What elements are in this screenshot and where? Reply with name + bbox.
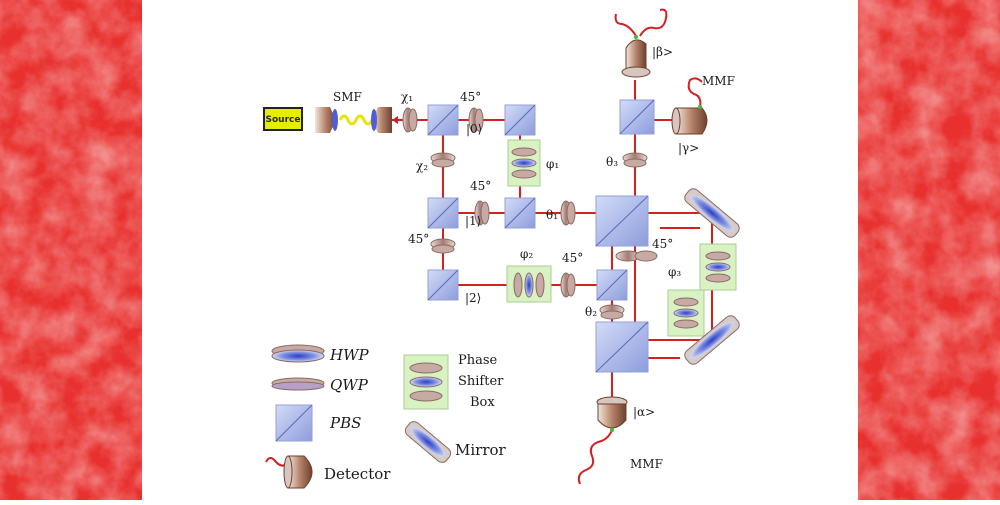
label-chi1: χ₁: [401, 90, 413, 104]
source-unit: Source: [263, 107, 303, 131]
waveplate-theta3: [622, 152, 648, 168]
right-decorative-panel: [858, 0, 1000, 500]
label-phi3: φ₃: [668, 265, 681, 279]
waveplate-45-lower: [560, 272, 576, 298]
source-box: [263, 107, 303, 131]
label-alpha: |α>: [633, 405, 655, 419]
label-beta: |β>: [652, 45, 673, 59]
phase-shifter-phi3-lower: [667, 289, 705, 337]
label-mmf-bottom: MMF: [630, 457, 663, 471]
legend: HWP QWP PBS Detector Phase Shifter Box: [265, 344, 507, 489]
waveplate-45-top: [468, 107, 484, 133]
fiber-coupler-in: [315, 107, 338, 133]
fiber-alpha: [577, 429, 613, 485]
label-ket0: |0⟩: [466, 122, 482, 136]
mirror-top-right: [684, 188, 740, 238]
wave-plates: [402, 107, 658, 320]
legend-phase-box-line3: Box: [470, 395, 495, 410]
pbs-5: [427, 269, 459, 301]
waveplate-45-left: [430, 238, 456, 254]
detector-beta: [614, 8, 668, 78]
label-theta3: θ₃: [606, 155, 618, 169]
waveplate-chi2: [430, 152, 456, 168]
source-label: Source: [266, 115, 301, 125]
pbs-cubes: [427, 99, 655, 373]
fiber-beta: [614, 8, 668, 37]
label-ket1: |1⟩: [465, 214, 481, 228]
pbs-central: [595, 195, 649, 247]
label-mmf-top: MMF: [702, 74, 735, 88]
legend-mirror-icon: [404, 421, 452, 463]
legend-mirror-label: Mirror: [455, 441, 507, 459]
waveplate-45-right: [615, 250, 658, 262]
legend-phase-box-icon: [403, 354, 449, 410]
left-decorative-panel: [0, 0, 142, 500]
legend-qwp-icon: [271, 377, 325, 391]
legend-phase-box-line2: Shifter: [458, 374, 504, 389]
pbs-3: [427, 197, 459, 229]
label-45-mid: 45°: [470, 179, 491, 193]
label-45-left: 45°: [408, 232, 429, 246]
label-theta2: θ₂: [585, 305, 597, 319]
pbs-4: [504, 197, 536, 229]
pbs-top-right: [619, 99, 655, 135]
label-phi1: φ₁: [546, 157, 559, 171]
label-45-top: 45°: [460, 90, 481, 104]
legend-phase-box-line1: Phase: [458, 353, 498, 368]
legend-pbs-icon: [275, 404, 313, 442]
pbs-6: [596, 269, 628, 301]
beam-direction-arrow: [392, 116, 398, 124]
label-ket2: |2⟩: [465, 291, 481, 305]
waveplate-chi1: [402, 107, 418, 133]
waveplate-45-mid: [474, 200, 490, 226]
pbs-lower: [595, 321, 649, 373]
component-labels: χ₁ χ₂ 45° 45° 45° 45° 45° φ₁ φ₂ φ₃ θ₁ θ₂…: [401, 45, 735, 471]
fiber-gamma: [687, 77, 703, 109]
label-phi2: φ₂: [520, 247, 533, 261]
legend-hwp-icon: [271, 344, 325, 363]
waveplate-theta2: [599, 304, 625, 320]
label-theta1: θ₁: [546, 208, 558, 222]
legend-detector-label: Detector: [324, 465, 391, 483]
pbs-2: [504, 104, 536, 136]
label-chi2: χ₂: [416, 159, 428, 173]
legend-detector-icon: [265, 455, 313, 489]
smf-label: SMF: [333, 90, 362, 104]
smf-fiber-coil: [338, 114, 374, 126]
label-gamma: |γ>: [678, 141, 699, 155]
label-45-lower: 45°: [562, 251, 583, 265]
waveplate-theta1: [560, 200, 576, 226]
pbs-1: [427, 104, 459, 136]
phase-shifter-phi3-upper: [699, 243, 737, 291]
phase-shifter-phi2: [506, 265, 552, 303]
detector-gamma: [671, 77, 708, 135]
fiber-coupler-out: [371, 107, 392, 133]
legend-hwp-label: HWP: [329, 346, 369, 364]
phase-shifter-phi1: [507, 139, 541, 187]
mirror-bottom-right: [684, 315, 740, 365]
legend-pbs-label: PBS: [329, 414, 361, 432]
detector-alpha: [577, 396, 628, 485]
legend-qwp-label: QWP: [330, 376, 369, 394]
optical-setup-diagram: Source SMF: [142, 0, 858, 500]
legend-detector-fiber: [265, 457, 287, 467]
label-45-right: 45°: [652, 237, 673, 251]
